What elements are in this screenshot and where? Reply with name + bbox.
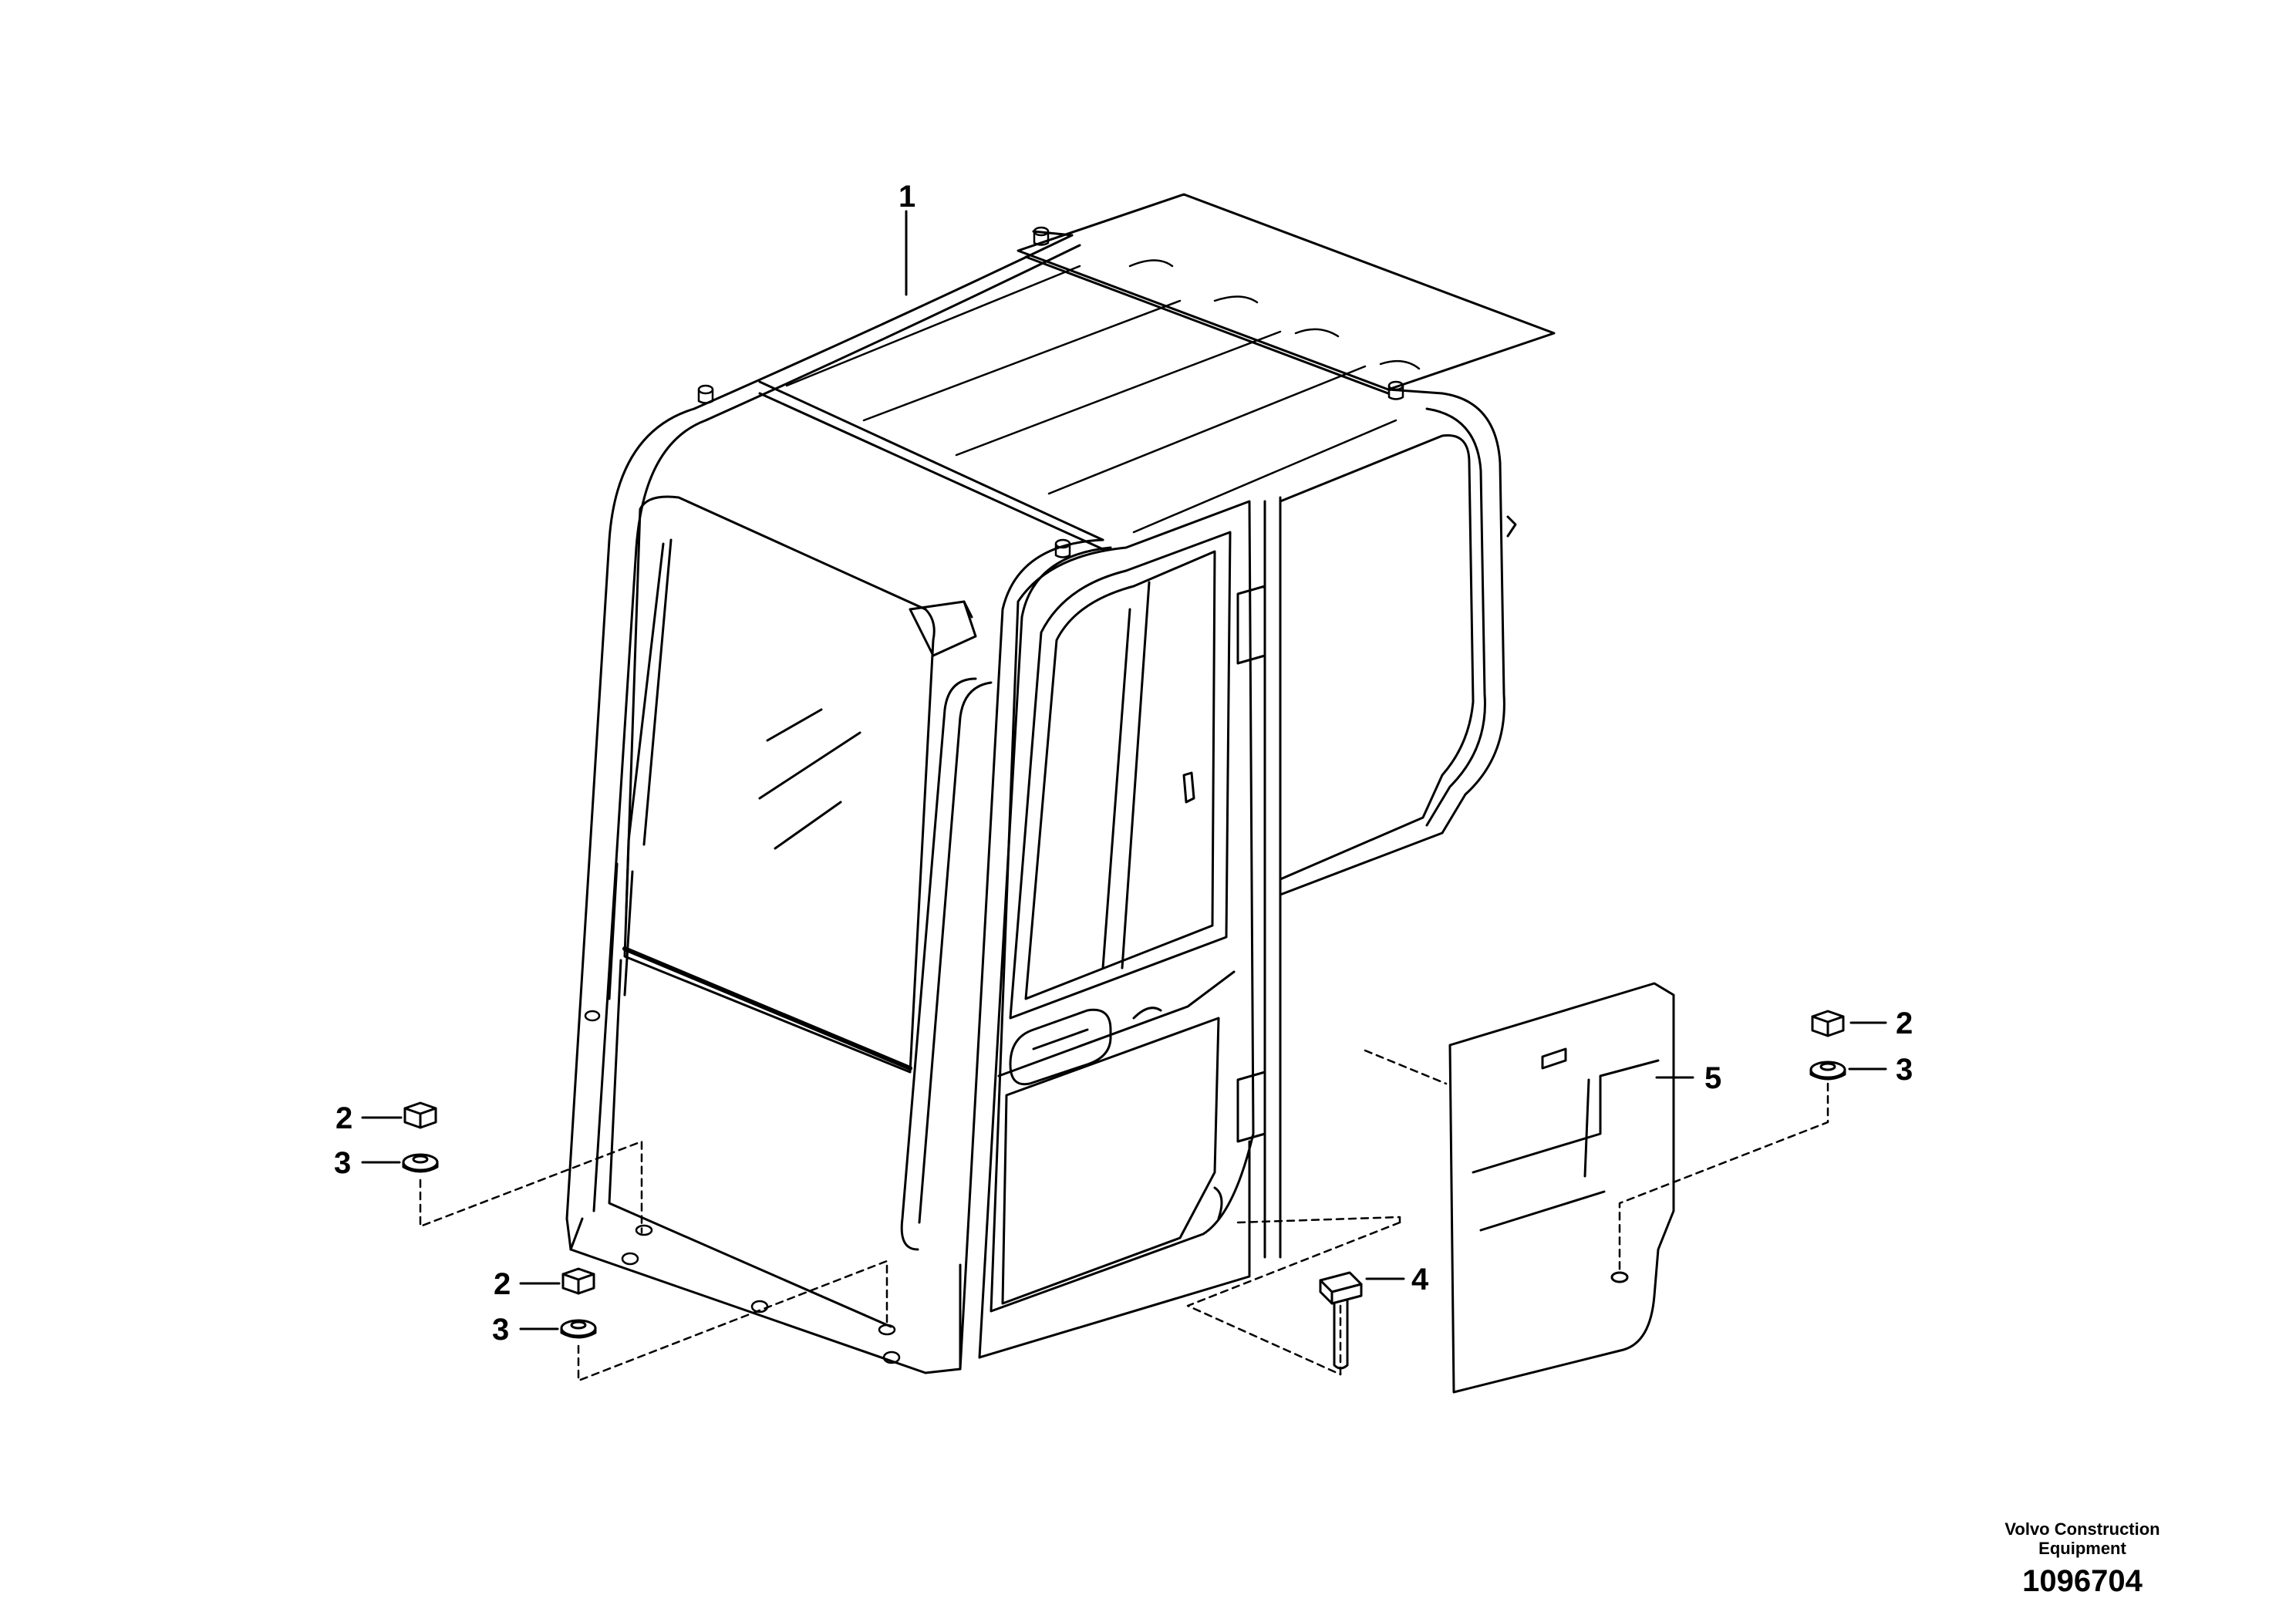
- base-studs: [584, 1010, 901, 1364]
- callout-nut-left: 2: [335, 1101, 352, 1135]
- roof-panels: [785, 259, 1421, 534]
- door: [990, 500, 1255, 1313]
- grab-rail: [900, 677, 993, 1251]
- side-panel: [1448, 982, 1675, 1394]
- washer-right: [1809, 1061, 1846, 1081]
- callout-cab: 1: [899, 180, 915, 214]
- door-hinges: [1236, 585, 1266, 1143]
- assembly-dashed-lines: [419, 1049, 1829, 1382]
- nut-right: [1811, 1010, 1845, 1037]
- front-lower-panel: [569, 959, 892, 1328]
- nut-left: [403, 1101, 437, 1129]
- wiper: [608, 538, 673, 1000]
- roof-bolts: [697, 226, 1404, 558]
- roof-sheet: [1017, 193, 1556, 395]
- washer-left: [402, 1153, 439, 1173]
- callout-washer-bottom: 3: [492, 1313, 509, 1347]
- brand-caption: Volvo Construction Equipment: [1951, 1519, 2213, 1558]
- drawing-number: 1096704: [2022, 1564, 2143, 1598]
- callout-screw: 4: [1411, 1263, 1429, 1297]
- nut-bottom: [561, 1267, 595, 1295]
- callout-washer-left: 3: [334, 1146, 351, 1180]
- brand-line-2: Equipment: [2038, 1539, 2126, 1558]
- callout-panel: 5: [1704, 1061, 1721, 1095]
- washer-bottom: [560, 1319, 597, 1339]
- mirror: [909, 600, 977, 657]
- side-window: [1279, 433, 1517, 881]
- callout-washer-right: 3: [1896, 1053, 1913, 1087]
- callout-nut-right: 2: [1896, 1007, 1913, 1040]
- leader-lines: [361, 210, 1887, 1330]
- windshield: [622, 495, 936, 1074]
- callout-nut-bottom: 2: [494, 1267, 511, 1301]
- roof-rails: [693, 230, 1444, 551]
- brand-line-1: Volvo Construction: [2004, 1519, 2160, 1539]
